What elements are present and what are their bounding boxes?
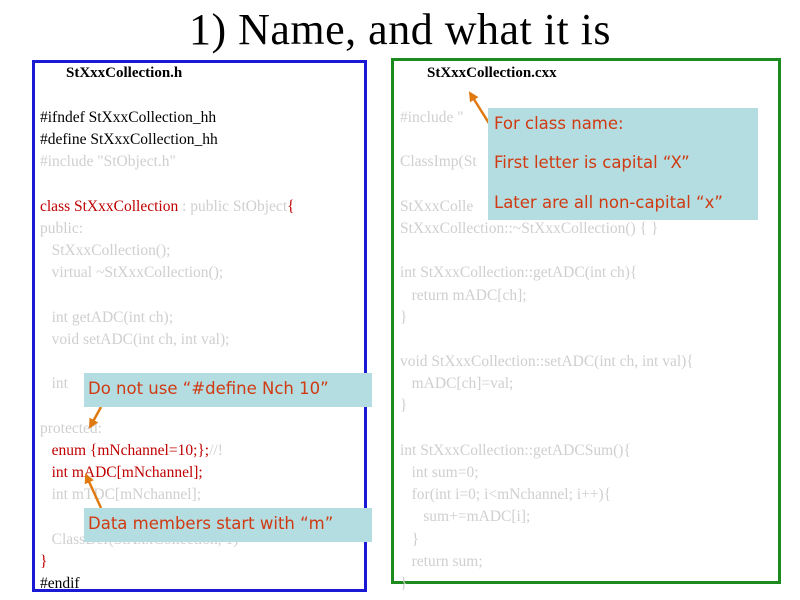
source-file-name: StXxxCollection.cxx [427,65,557,81]
code-token: //! [209,441,223,459]
class-name-callout-rule2: Later are all non-capital “x” [494,193,723,212]
code-line: int StXxxCollection::getADC(int ch){ [400,262,694,284]
code-line: mADC[ch]=val; [400,373,694,395]
code-token: #include " [400,109,464,126]
code-token: StXxxColle [400,197,474,215]
code-line: #endif [40,573,295,595]
code-line: void StXxxCollection::setADC(int ch, int… [400,351,694,373]
code-token: int getADC(int ch); [40,308,174,326]
code-token: StXxxCollection::~StXxxCollection() { } [400,219,659,237]
code-token: #define StXxxCollection_hh [40,131,218,149]
code-line: int StXxxCollection::getADCSum(){ [400,440,694,462]
code-line: int [40,373,295,395]
code-line: int mADC[mNchannel]; [40,462,295,484]
code-token: } [40,552,48,570]
code-token: int StXxxCollection::getADC(int ch){ [400,264,638,282]
code-token: return sum; [400,552,483,570]
code-token: StXxxCollection(); [40,242,171,260]
code-token: } [400,574,408,592]
code-token: class StXxxCollection [40,197,179,215]
class-name-callout-rule1: First letter is capital “X” [494,153,690,172]
code-token: int mADC[mNchannel]; [40,464,203,481]
code-token: int sum=0; [400,464,479,481]
code-line: class StXxxCollection : public StObject{ [40,196,295,218]
code-line: void setADC(int ch, int val); [40,329,295,351]
code-token: } [400,308,408,326]
code-line: } [400,573,694,595]
source-file-panel [391,58,781,584]
code-token: protected: [40,419,102,437]
define-callout: Do not use “#define Nch 10” [84,373,372,407]
code-token: void StXxxCollection::setADC(int ch, int… [400,353,694,371]
code-line: #define StXxxCollection_hh [40,129,295,151]
code-line [400,329,694,351]
code-token: for(int i=0; i<mNchannel; i++){ [400,486,612,504]
slide-title: 1) Name, and what it is [188,5,612,54]
code-line [40,351,295,373]
code-line: #include "StObject.h" [40,151,295,173]
code-token: sum+=mADC[i]; [400,508,531,526]
code-token: virtual ~StXxxCollection(); [40,264,224,282]
code-line [400,418,694,440]
code-line: StXxxColle [400,196,694,218]
code-token: mADC[ch]=val; [400,375,514,393]
members-callout: Data members start with “m” [84,508,372,542]
code-line: } [40,551,295,573]
code-line: StXxxCollection::~StXxxCollection() { } [400,218,694,240]
code-line [40,174,295,196]
code-token: : public StObject [178,197,288,215]
header-file-panel [32,60,367,592]
code-token: #ifndef StXxxCollection_hh [40,109,217,126]
code-line: return sum; [400,551,694,573]
code-line: for(int i=0; i<mNchannel; i++){ [400,484,694,506]
code-line: virtual ~StXxxCollection(); [40,262,295,284]
code-line [400,240,694,262]
header-file-name: StXxxCollection.h [66,65,183,81]
code-line: int getADC(int ch); [40,307,295,329]
code-token: int [40,375,68,393]
code-line: ClassImp(St [400,151,694,173]
code-token: { [287,197,295,215]
define-callout-text: Do not use “#define Nch 10” [88,379,329,398]
code-line: } [400,307,694,329]
code-token: void setADC(int ch, int val); [40,330,230,348]
code-line: #ifndef StXxxCollection_hh [40,107,295,129]
class-name-callout: For class name: First letter is capital … [488,108,758,220]
code-line: return mADC[ch]; [400,285,694,307]
code-line: public: [40,218,295,240]
code-token: public: [40,219,84,237]
code-token: ClassImp(St [400,153,477,171]
code-line: } [400,529,694,551]
code-token: return mADC[ch]; [400,286,527,304]
code-line: enum {mNchannel=10;};//! [40,440,295,462]
header-code-block: #ifndef StXxxCollection_hh #define StXxxC… [40,107,295,595]
code-token: #include "StObject.h" [40,153,176,171]
code-line: int sum=0; [400,462,694,484]
code-token: int StXxxCollection::getADCSum(){ [400,441,631,459]
members-callout-text: Data members start with “m” [88,514,334,533]
code-line: StXxxCollection(); [40,240,295,262]
code-token: } [400,530,420,548]
class-name-callout-heading: For class name: [494,114,624,133]
code-line: protected: [40,418,295,440]
code-line: #include " [400,107,694,129]
code-token: enum {mNchannel=10;}; [40,441,210,459]
code-token: #endif [40,574,80,592]
code-line: int mTDC[mNchannel]; [40,484,295,506]
code-token: int mTDC[mNchannel]; [40,486,201,504]
code-line: sum+=mADC[i]; [400,506,694,528]
code-line: } [400,395,694,417]
code-line [40,285,295,307]
code-token: } [400,397,408,415]
